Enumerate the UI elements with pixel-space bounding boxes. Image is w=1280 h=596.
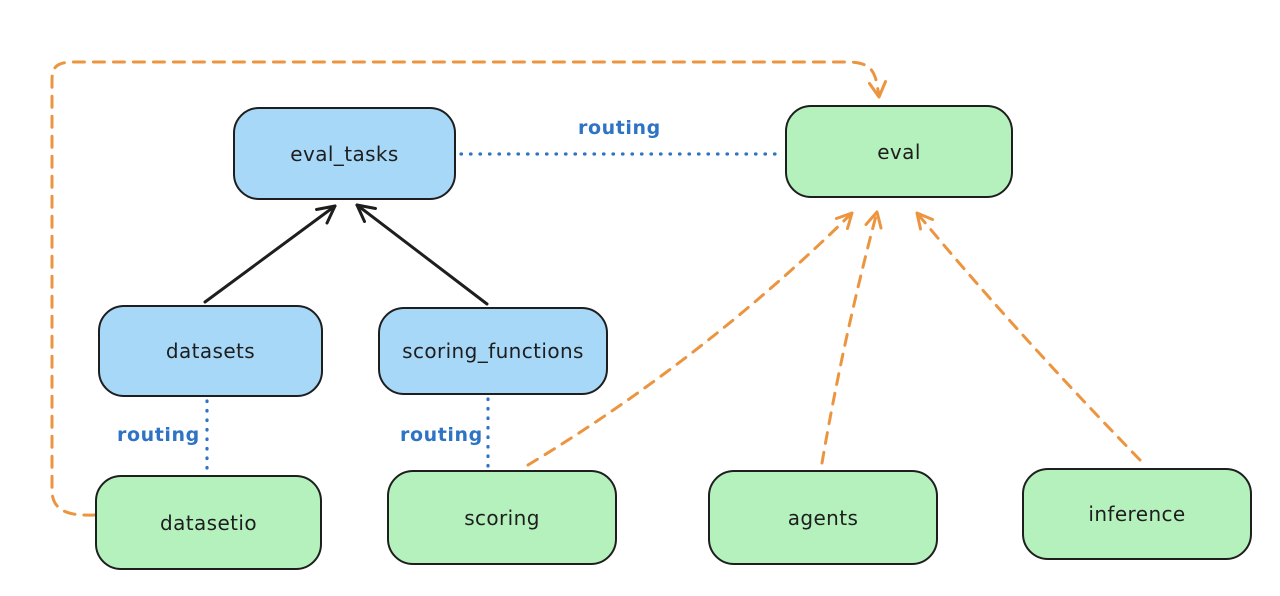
- node-eval: eval: [785, 105, 1013, 198]
- node-datasetio: datasetio: [95, 475, 322, 570]
- routing-label-scoring-functions-scoring: routing: [400, 424, 483, 446]
- node-datasets: datasets: [98, 305, 323, 397]
- edge-inference-to-eval: [915, 211, 1142, 462]
- routing-label-datasets-datasetio: routing: [117, 424, 200, 446]
- node-scoring: scoring: [387, 470, 617, 565]
- edge-datasetio-to-eval: [50, 60, 887, 517]
- node-agents: agents: [708, 470, 938, 565]
- edge-agents-to-eval: [820, 210, 883, 465]
- node-inference: inference: [1022, 468, 1252, 560]
- node-eval-tasks: eval_tasks: [233, 107, 456, 200]
- routing-label-eval-tasks-eval: routing: [578, 117, 661, 139]
- edge-datasets-to-eval_tasks: [203, 204, 337, 304]
- edge-scoring_functions-to-eval_tasks: [355, 203, 489, 306]
- node-scoring-functions: scoring_functions: [378, 307, 608, 395]
